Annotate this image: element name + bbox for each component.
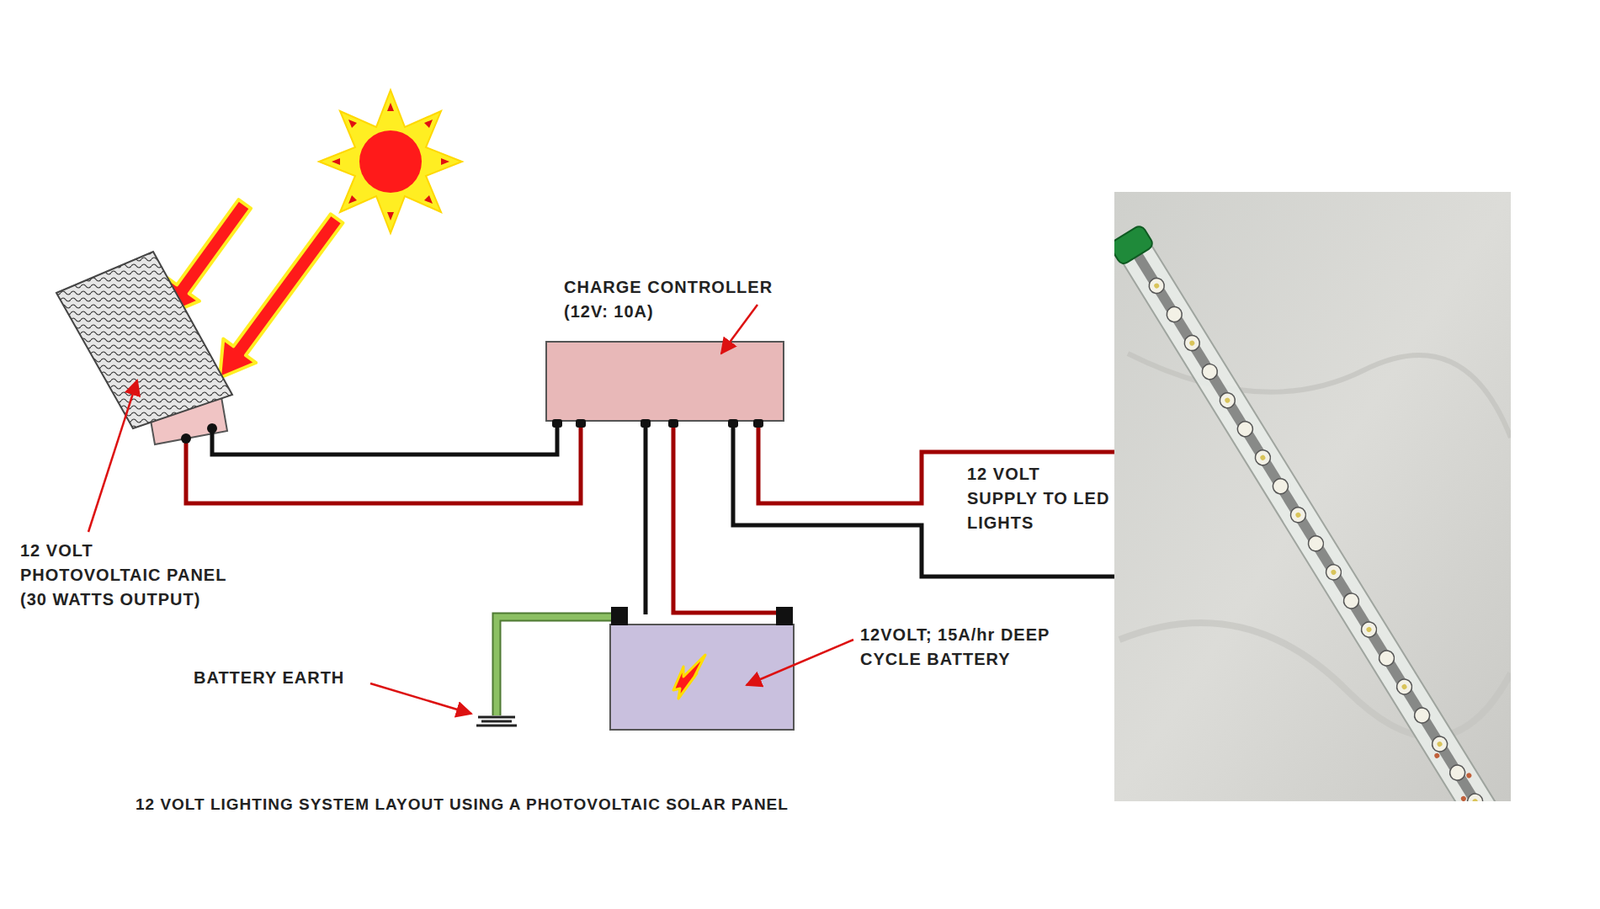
wire-negative: [733, 423, 1115, 577]
sun: [318, 90, 463, 234]
led-tube-photo: [1114, 191, 1511, 802]
sun-disc: [359, 130, 422, 193]
caption: 12 VOLT LIGHTING SYSTEM LAYOUT USING A P…: [135, 795, 789, 814]
leader-line: [746, 639, 854, 686]
leader-line: [721, 304, 758, 354]
sun-ray-marks: [331, 102, 450, 221]
earth-strap: [496, 616, 615, 716]
panel-label: 12 VOLT PHOTOVOLTAIC PANEL (30 WATTS OUT…: [20, 538, 231, 612]
leader-line: [370, 683, 472, 714]
sun-rays: [318, 90, 463, 234]
controller-terminals: [552, 419, 764, 428]
battery-terminal: [611, 606, 628, 626]
controller-label: CHARGE CONTROLLER (12V: 10A): [563, 275, 817, 325]
wire-negative: [643, 423, 649, 615]
terminal: [207, 423, 218, 434]
charge-controller: [546, 341, 784, 421]
leader-line: [88, 380, 138, 532]
wire-positive: [673, 423, 785, 619]
solar-panel: [56, 251, 233, 429]
terminal: [180, 433, 192, 444]
earth-label: BATTERY EARTH: [193, 665, 345, 691]
ground-symbol: [476, 717, 517, 726]
load-label: 12 VOLT SUPPLY TO LED LIGHTS: [967, 462, 1112, 536]
lightning-icon: [673, 654, 706, 699]
battery-terminal: [776, 606, 793, 626]
wire-negative: [212, 423, 558, 455]
wire-positive: [186, 423, 581, 504]
earth-strap-outline: [496, 616, 615, 716]
sunlight-arrow: [203, 206, 354, 390]
battery-label: 12VOLT; 15A/hr DEEP CYCLE BATTERY: [860, 622, 1105, 672]
